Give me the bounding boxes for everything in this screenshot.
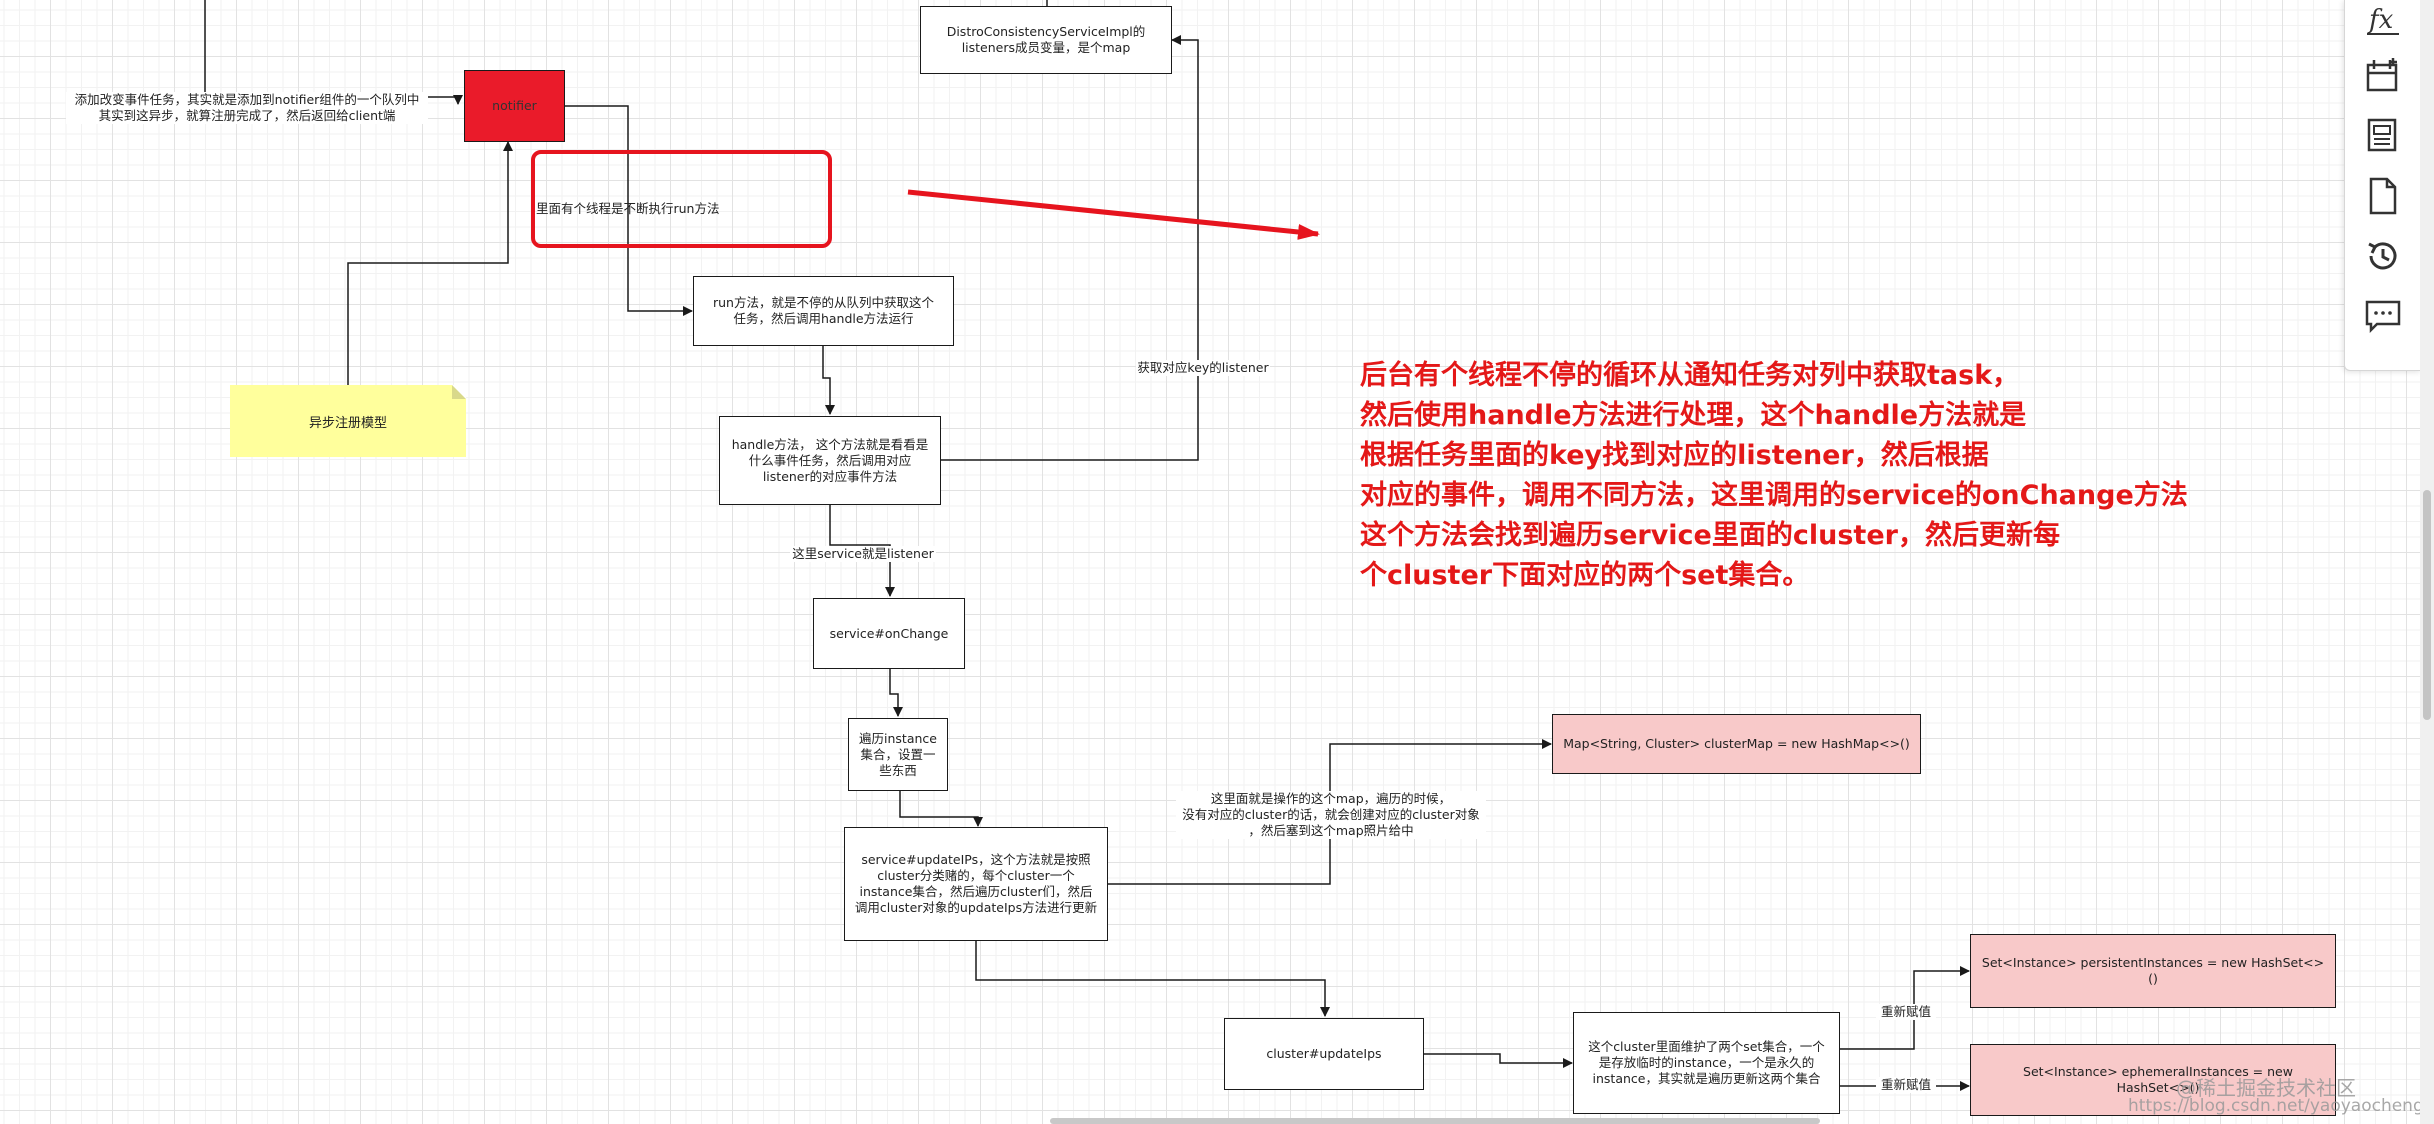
async-register-note-text: 异步注册模型 [308,415,387,431]
edge-traverse-to-updateips [899,791,983,827]
map-explain-label: 这里面就是操作的这个map，遍历的时候， 没有对应的cluster的话，就会创建… [1176,791,1486,839]
traverse-instance-node[interactable]: 遍历instance 集合，设置一 些东西 [848,718,948,791]
right-toolbar: fx [2344,0,2421,371]
red-callout-arrow [907,189,1320,240]
add-task-label: 添加改变事件任务，其实就是添加到notifier组件的一个队列中 其实到这异步，… [66,92,428,124]
cluster-updateips-node[interactable]: cluster#updateIps [1224,1018,1424,1090]
calendar-icon[interactable] [2363,56,2403,96]
handle-method-node[interactable]: handle方法， 这个方法就是看看是 什么事件任务，然后调用对应 listen… [719,416,941,505]
function-icon[interactable]: fx [2363,0,2403,40]
comment-icon[interactable] [2363,296,2403,336]
edge-updateips-to-cluster [975,941,1330,1017]
horizontal-scroll-thumb[interactable] [1050,1118,1820,1124]
history-icon[interactable] [2363,236,2403,276]
watermark-url: https://blog.csdn.net/yaoyaochengxian [2128,1096,2434,1116]
cluster-map-node[interactable]: Map<String, Cluster> clusterMap = new Ha… [1552,714,1921,774]
listeners-map-node[interactable]: DistroConsistencyServiceImpl的 listeners成… [920,6,1172,74]
svg-text:fx: fx [2367,5,2394,35]
highlight-box [531,150,832,248]
service-is-listener-label: 这里service就是listener [790,546,936,562]
thread-run-label: 里面有个线程是不断执行run方法 [536,201,720,216]
document-icon[interactable] [2363,176,2403,216]
notifier-node[interactable]: notifier [464,70,565,142]
edge-top-entry [204,0,463,105]
watermark-juejin: @稀土掘金技术社区 [2176,1076,2356,1100]
reassign-label-2: 重新赋值 [1876,1077,1936,1093]
vertical-scroll-thumb[interactable] [2423,490,2431,720]
service-onchange-node[interactable]: service#onChange [813,598,965,669]
edge-onchange-to-traverse [889,669,903,717]
edge-note-to-notifier [347,141,513,385]
cluster-two-sets-node[interactable]: 这个cluster里面维护了两个set集合，一个 是存放临时的instance，… [1573,1012,1840,1114]
pages-icon[interactable] [2363,116,2403,156]
get-listener-label: 获取对应key的listener [1136,360,1270,376]
annotation-text: 后台有个线程不停的循环从通知任务对列中获取task， 然后使用handle方法进… [1360,360,2188,591]
run-method-node[interactable]: run方法，就是不停的从队列中获取这个 任务，然后调用handle方法运行 [693,276,954,346]
async-register-note[interactable]: 异步注册模型 [230,385,466,457]
edge-handle-to-listeners [941,35,1199,461]
reassign-label-1: 重新赋值 [1876,1004,1936,1020]
ephemeral-instances-node[interactable]: Set<Instance> ephemeralInstances = new H… [1970,1044,2336,1116]
edge-run-to-handle [822,346,835,415]
edge-cluster-to-sets [1424,1053,1573,1068]
persistent-instances-node[interactable]: Set<Instance> persistentInstances = new … [1970,934,2336,1008]
service-updateips-node[interactable]: service#updateIPs，这个方法就是按照 cluster分类赌的，每… [844,827,1108,941]
